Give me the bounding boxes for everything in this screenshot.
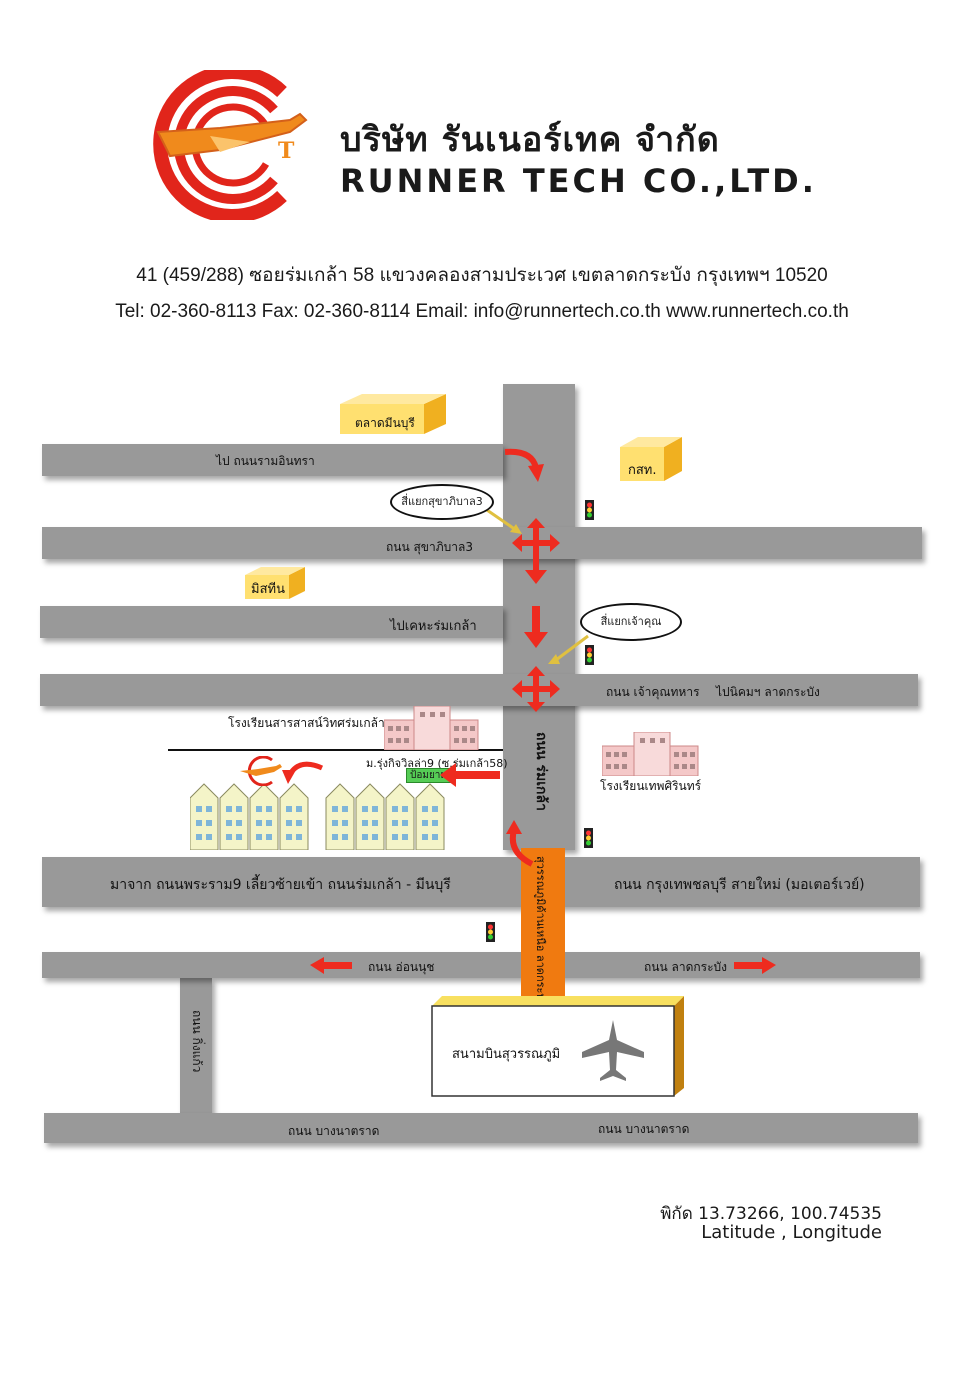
road-kheha xyxy=(40,606,503,638)
traffic-light-icon xyxy=(486,922,495,942)
road-motorway xyxy=(42,857,920,907)
turn-arrow-village xyxy=(282,761,324,784)
junction-sukhapiban3-oval: สี่แยกสุขาภิบาล3 xyxy=(390,484,494,520)
runner-tech-airplane-logo: T xyxy=(153,65,308,223)
road-king-kaeo-vertical xyxy=(180,978,212,1118)
company-name-thai: บริษัท รันเนอร์เทค จำกัด xyxy=(340,120,720,160)
left-arrow-soi-58 xyxy=(440,763,500,787)
pointer-chaokhun xyxy=(555,634,589,662)
soi-romklao-58-line xyxy=(168,749,503,751)
school-sarasas-building xyxy=(384,706,479,750)
svg-text:T: T xyxy=(278,138,295,164)
traffic-light-icon xyxy=(585,500,594,520)
left-arrow-onnut xyxy=(310,957,352,974)
landmark-minburi-market-box xyxy=(340,394,446,434)
label-chaokhun: ถนน เจ้าคุณทหาร xyxy=(606,685,700,699)
junction-chaokhun-oval: สี่แยกเจ้าคุณ xyxy=(580,603,682,641)
turn-arrow-top xyxy=(504,448,544,482)
label-king-kaeo: ถนน กิ่งแก้ว xyxy=(190,1010,204,1073)
school-thepsirin-building xyxy=(602,732,699,776)
company-name-english: RUNNER TECH CO.,LTD. xyxy=(340,162,817,200)
four-way-arrow-sukhapiban3 xyxy=(512,518,560,584)
company-logo: T xyxy=(150,65,320,223)
airport-access-road xyxy=(521,848,565,1000)
label-nikhom: ไปนิคมฯ ลาดกระบัง xyxy=(716,685,820,699)
school-thepsirin-label: โรงเรียนเทพศิรินทร์ xyxy=(600,779,702,793)
label-ladkrabang: ถนน ลาดกระบัง xyxy=(644,960,728,974)
landmark-kor-sor-tor-box xyxy=(620,437,682,481)
road-ram-inthra xyxy=(42,444,503,476)
label-motorway: ถนน กรุงเทพชลบุรี สายใหม่ (มอเตอร์เวย์) xyxy=(614,877,865,893)
road-chaokhun xyxy=(40,674,918,706)
right-arrow-ladkrabang xyxy=(734,957,776,974)
coordinates-legend: Latitude , Longitude xyxy=(701,1222,882,1243)
airplane-icon xyxy=(582,1020,644,1081)
traffic-light-icon xyxy=(584,828,593,848)
village-label: ม.รุ่งกิจวิลล่า9 (ซ.ร่มเกล้า58) xyxy=(366,757,508,770)
landmark-mistine: มิสทีน xyxy=(251,582,285,597)
four-way-arrow-chaokhun xyxy=(512,666,560,712)
label-romklao: ถนน ร่มเกล้า xyxy=(533,732,549,811)
coordinates: พิกัด 13.73266, 100.74535 xyxy=(660,1204,882,1224)
turn-arrow-from-motorway xyxy=(506,820,534,867)
landmark-mistine-box xyxy=(245,567,305,599)
company-address: 41 (459/288) ซอยร่มเกล้า 58 แขวงคลองสามป… xyxy=(136,265,828,286)
school-sarasas-label: โรงเรียนสารสาสน์วิทศร่มเกล้า xyxy=(228,716,385,730)
label-kheha: ไปเคหะร่มเกล้า xyxy=(390,619,477,634)
road-bangna-trad xyxy=(44,1113,918,1143)
pointer-sukhapiban3 xyxy=(483,506,517,532)
landmark-minburi-market: ตลาดมีนบุรี xyxy=(355,416,415,430)
landmark-kor-sor-tor: กสท. xyxy=(628,463,657,478)
company-contact-line: Tel: 02-360-8113 Fax: 02-360-8114 Email:… xyxy=(115,301,849,322)
runner-tech-location-icon xyxy=(240,756,282,786)
road-sukhapiban3 xyxy=(42,527,922,559)
traffic-light-icon xyxy=(585,645,594,665)
airport-label: สนามบินสุวรรณภูมิ xyxy=(452,1047,561,1062)
label-from-rama9: มาจาก ถนนพระราม9 เลี้ยวซ้ายเข้า ถนนร่มเก… xyxy=(110,877,451,893)
label-ram-inthra: ไป ถนนรามอินทรา xyxy=(216,454,315,468)
label-sukhapiban3: ถนน สุขาภิบาล3 xyxy=(386,540,474,554)
label-onnut: ถนน อ่อนนุช xyxy=(368,960,435,974)
airport-access-road-label: สุวรรณภูมิด้านเหนือ ลาดกระบัง xyxy=(534,856,547,1006)
label-bangna-left: ถนน บางนาตราด xyxy=(288,1124,380,1138)
village-townhouses xyxy=(190,783,445,850)
label-bangna-right: ถนน บางนาตราด xyxy=(598,1122,690,1136)
down-arrow-romklao xyxy=(524,606,548,648)
